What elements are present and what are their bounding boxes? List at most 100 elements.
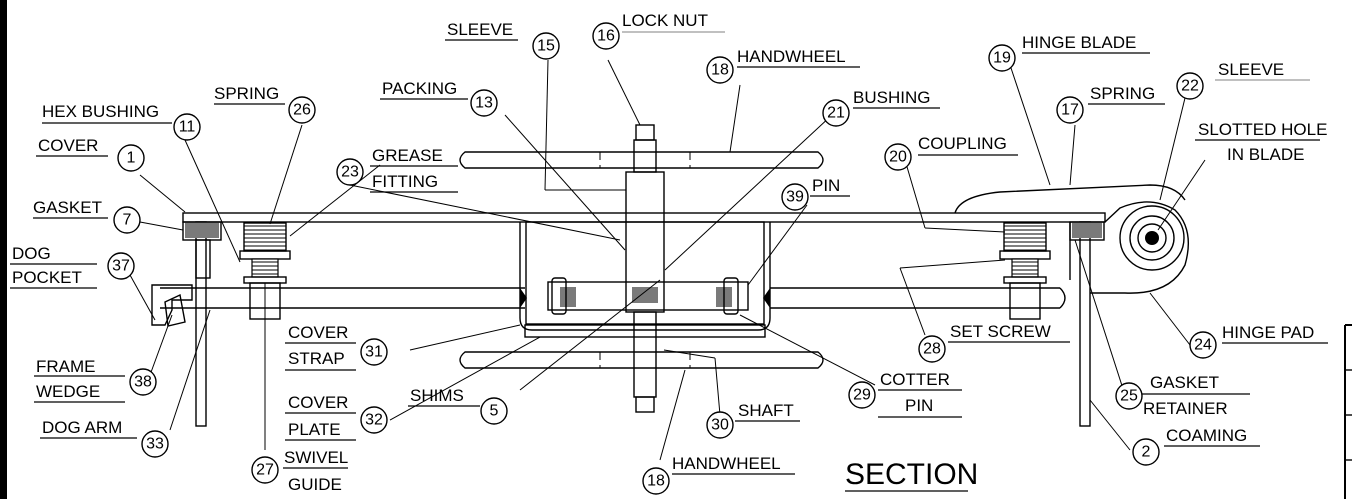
callout-18-bottom-label: HANDWHEEL — [672, 454, 781, 473]
callout-31-label-line2: STRAP — [288, 349, 345, 368]
callout-16-number: 16 — [597, 28, 615, 45]
callout-27: SWIVEL GUIDE 27 — [251, 448, 348, 494]
callout-39: PIN 39 — [781, 176, 850, 211]
left-border — [0, 0, 7, 499]
callout-17-number: 17 — [1061, 102, 1079, 119]
callout-22-label: SLEEVE — [1218, 60, 1284, 79]
callout-20: COUPLING 20 — [884, 134, 1018, 171]
callout-7: GASKET 7 — [33, 198, 141, 234]
callout-22-number: 22 — [1181, 78, 1199, 95]
callout-38: FRAME WEDGE 38 — [34, 357, 157, 403]
callout-25: GASKET RETAINER 25 — [1115, 373, 1250, 418]
callout-28-label: SET SCREW — [950, 322, 1051, 341]
callout-31-number: 31 — [365, 344, 383, 361]
callout-1: COVER 1 — [36, 136, 145, 172]
callout-32-label-line2: PLATE — [288, 420, 341, 439]
callout-39-number: 39 — [786, 189, 804, 206]
section-title: SECTION — [845, 458, 978, 492]
callout-32-label-line1: COVER — [288, 393, 348, 412]
callout-18-bottom: HANDWHEEL 18 — [642, 454, 795, 495]
callout-33: DOG ARM 33 — [40, 418, 169, 458]
callout-27-label-line1: SWIVEL — [284, 448, 348, 467]
callout-2: COAMING 2 — [1132, 426, 1260, 466]
callout-33-label: DOG ARM — [42, 418, 122, 437]
callout-18-bottom-number: 18 — [647, 473, 665, 490]
callout-15-label: SLEEVE — [447, 20, 513, 39]
callout-24: HINGE PAD 24 — [1189, 323, 1328, 359]
callout-28-number: 28 — [923, 341, 941, 358]
callout-37-label-line1: DOG — [12, 244, 51, 263]
callout-37-label-line2: POCKET — [12, 268, 82, 287]
callout-18-top-label: HANDWHEEL — [737, 47, 846, 66]
callout-29: COTTER PIN 29 — [848, 370, 962, 418]
callout-16: LOCK NUT 16 — [592, 11, 725, 50]
slotted-hole-label-line1: SLOTTED HOLE — [1198, 120, 1327, 139]
callout-27-number: 27 — [256, 462, 274, 479]
callout-29-label-line2: PIN — [905, 396, 933, 415]
callout-21-number: 21 — [827, 105, 845, 122]
callout-7-label: GASKET — [33, 198, 102, 217]
callout-11-number: 11 — [179, 119, 196, 136]
callout-25-number: 25 — [1120, 388, 1138, 405]
callout-19: HINGE BLADE 19 — [988, 33, 1150, 72]
callout-21: BUSHING 21 — [822, 88, 940, 127]
callout-13-label: PACKING — [382, 79, 457, 98]
callout-11-label: HEX BUSHING — [42, 102, 159, 121]
callout-32-number: 32 — [365, 412, 383, 429]
callout-29-number: 29 — [853, 387, 871, 404]
callout-37: DOG POCKET 37 — [10, 244, 135, 289]
section-title-text: SECTION — [845, 458, 978, 491]
callout-2-number: 2 — [1142, 444, 1151, 461]
callout-26-label: SPRING — [214, 84, 279, 103]
callout-26-number: 26 — [293, 102, 311, 119]
callout-19-label: HINGE BLADE — [1022, 33, 1136, 52]
callout-17: SPRING 17 — [1056, 84, 1165, 124]
callout-20-number: 20 — [889, 149, 907, 166]
callout-28: SET SCREW 28 — [918, 322, 1070, 363]
callout-1-label: COVER — [38, 136, 98, 155]
callout-38-number: 38 — [134, 374, 152, 391]
callout-25-label-line1: GASKET — [1150, 373, 1219, 392]
callout-23-label-line1: GREASE — [372, 146, 443, 165]
callout-1-number: 1 — [127, 150, 136, 167]
callout-31-label-line1: COVER — [288, 323, 348, 342]
slotted-hole-label-line2: IN BLADE — [1227, 145, 1304, 164]
callout-38-label-line2: WEDGE — [36, 382, 100, 401]
callout-11: HEX BUSHING 11 — [42, 102, 201, 141]
leader-lines — [129, 59, 1206, 461]
callout-5-number: 5 — [490, 403, 499, 420]
callout-5: SHIMS 5 — [408, 386, 508, 425]
callout-17-label: SPRING — [1090, 84, 1155, 103]
callout-slotted-hole: SLOTTED HOLE IN BLADE — [1195, 120, 1327, 164]
callout-16-label: LOCK NUT — [622, 11, 708, 30]
callout-24-number: 24 — [1194, 337, 1212, 354]
callout-33-number: 33 — [146, 436, 164, 453]
callout-38-label-line1: FRAME — [36, 357, 96, 376]
callout-15: SLEEVE 15 — [445, 20, 560, 60]
callout-32: COVER PLATE 32 — [285, 393, 388, 441]
callout-20-label: COUPLING — [918, 134, 1007, 153]
callout-23-number: 23 — [341, 164, 359, 181]
callout-39-label: PIN — [812, 176, 840, 195]
callout-22: SLEEVE 22 — [1176, 60, 1310, 100]
callout-27-label-line2: GUIDE — [288, 475, 342, 494]
callout-18-top-number: 18 — [711, 62, 729, 79]
callout-23: GREASE FITTING 23 — [336, 146, 458, 193]
callout-21-label: BUSHING — [853, 88, 930, 107]
callout-19-number: 19 — [993, 50, 1011, 67]
callout-37-number: 37 — [112, 258, 130, 275]
callout-15-number: 15 — [537, 38, 555, 55]
callout-30-label: SHAFT — [738, 401, 794, 420]
callout-7-number: 7 — [123, 212, 132, 229]
callout-24-label: HINGE PAD — [1222, 323, 1314, 342]
callout-2-label: COAMING — [1166, 426, 1247, 445]
callout-30: SHAFT 30 — [706, 401, 800, 439]
callout-18-top: HANDWHEEL 18 — [706, 47, 860, 84]
callout-13-number: 13 — [475, 95, 493, 112]
callout-23-label-line2: FITTING — [372, 172, 438, 191]
callout-26: SPRING 26 — [214, 84, 316, 124]
hatch-cover-assembly — [151, 124, 1189, 427]
callout-31: COVER STRAP 31 — [285, 323, 388, 371]
callout-30-number: 30 — [711, 417, 729, 434]
